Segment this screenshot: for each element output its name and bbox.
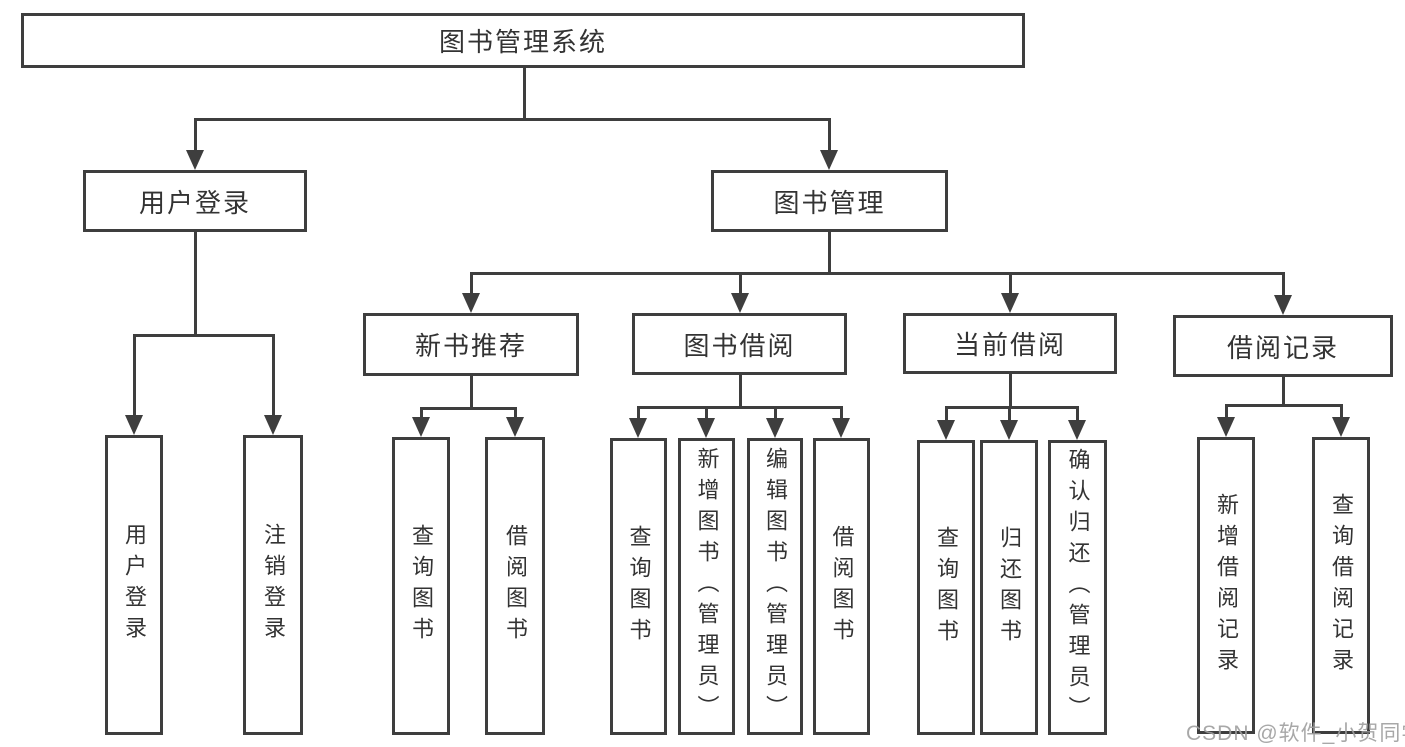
arrow-down-icon (412, 417, 430, 437)
edge-line (469, 273, 473, 297)
arrow-down-icon (832, 418, 850, 438)
node-user-login: 用户登录 (83, 170, 307, 232)
node-label: 新增借阅记录 (1214, 492, 1239, 679)
arrow-down-icon (820, 150, 838, 170)
leaf-query-book-recommend: 查询图书 (392, 437, 450, 735)
node-label: 用户登录 (122, 523, 147, 647)
edge-line (1281, 377, 1285, 405)
edge-line (193, 117, 831, 121)
edge-line (1008, 374, 1012, 407)
edge-line (419, 408, 423, 421)
arrow-down-icon (1332, 417, 1350, 437)
edge-line (704, 407, 708, 422)
edge-line (419, 406, 517, 410)
edge-line (271, 335, 275, 419)
edge-line (839, 407, 843, 422)
watermark: CSDN @软件_小贺同学 (1186, 722, 1405, 745)
edge-line (469, 376, 473, 408)
edge-line (1007, 407, 1011, 424)
node-label: 图书管理 (773, 187, 886, 218)
leaf-query-book-current: 查询图书 (917, 440, 975, 735)
leaf-logout: 注销登录 (243, 435, 303, 735)
edge-line (1008, 273, 1012, 297)
edge-line (944, 405, 1079, 409)
node-label: 新增图书（管理员） (694, 447, 720, 726)
edge-line (636, 405, 843, 409)
edge-line (132, 333, 275, 337)
node-label: 归还图书 (997, 525, 1022, 650)
node-label: 确认归还（管理员） (1065, 448, 1091, 727)
node-label: 注销登录 (261, 523, 286, 647)
arrow-down-icon (186, 150, 204, 170)
arrow-down-icon (937, 420, 955, 440)
edge-line (1224, 405, 1228, 421)
node-current-borrowing: 当前借阅 (903, 313, 1117, 374)
node-book-management: 图书管理 (711, 170, 948, 232)
node-label: 借阅图书 (829, 524, 855, 649)
arrow-down-icon (1000, 420, 1018, 440)
arrow-down-icon (1001, 293, 1019, 313)
node-borrow-records: 借阅记录 (1173, 315, 1393, 377)
leaf-add-book-admin: 新增图书（管理员） (678, 438, 735, 735)
edge-line (738, 273, 742, 297)
arrow-down-icon (697, 418, 715, 438)
leaf-user-login: 用户登录 (105, 435, 163, 735)
node-label: 图书借阅 (683, 330, 796, 361)
edge-line (944, 407, 948, 424)
node-book-borrowing: 图书借阅 (632, 313, 847, 375)
node-label: 编辑图书（管理员） (763, 447, 788, 726)
leaf-add-borrow-record: 新增借阅记录 (1197, 437, 1255, 734)
arrow-down-icon (731, 293, 749, 313)
arrow-down-icon (1274, 295, 1292, 315)
edge-line (1224, 403, 1343, 407)
leaf-borrow-book: 借阅图书 (813, 438, 870, 735)
leaf-query-borrow-record: 查询借阅记录 (1312, 437, 1370, 734)
arrow-down-icon (629, 418, 647, 438)
node-label: 查询图书 (409, 524, 434, 648)
edge-line (1339, 405, 1343, 421)
edge-line (1281, 273, 1285, 299)
edge-line (1075, 407, 1079, 424)
node-label: 借阅图书 (503, 524, 528, 648)
edge-line (132, 335, 136, 419)
leaf-edit-book-admin: 编辑图书（管理员） (747, 438, 803, 735)
node-label: 用户登录 (138, 187, 251, 218)
arrow-down-icon (1068, 420, 1086, 440)
edge-line (522, 68, 526, 119)
edge-line (827, 232, 831, 273)
node-label: 查询借阅记录 (1329, 492, 1354, 679)
leaf-borrow-book-recommend: 借阅图书 (485, 437, 545, 735)
arrow-down-icon (1217, 417, 1235, 437)
arrow-down-icon (264, 415, 282, 435)
edge-line (827, 119, 831, 154)
node-library-management-system: 图书管理系统 (21, 13, 1025, 68)
leaf-return-book: 归还图书 (980, 440, 1038, 735)
arrow-down-icon (125, 415, 143, 435)
edge-line (773, 407, 777, 422)
arrow-down-icon (766, 418, 784, 438)
node-label: 查询图书 (934, 525, 959, 650)
arrow-down-icon (462, 293, 480, 313)
edge-line (738, 375, 742, 407)
leaf-confirm-return-admin: 确认归还（管理员） (1048, 440, 1107, 735)
edge-line (193, 119, 197, 154)
node-label: 当前借阅 (953, 330, 1066, 360)
edge-line (513, 408, 517, 421)
node-label: 图书管理系统 (438, 27, 607, 57)
node-label: 借阅记录 (1226, 332, 1339, 363)
node-new-book-recommend: 新书推荐 (363, 313, 579, 376)
edge-line (636, 407, 640, 422)
edge-line (193, 232, 197, 335)
leaf-query-book-borrowing: 查询图书 (610, 438, 667, 735)
node-label: 新书推荐 (414, 331, 527, 361)
node-label: 查询图书 (626, 524, 652, 649)
edge-line (469, 271, 1285, 275)
arrow-down-icon (506, 417, 524, 437)
